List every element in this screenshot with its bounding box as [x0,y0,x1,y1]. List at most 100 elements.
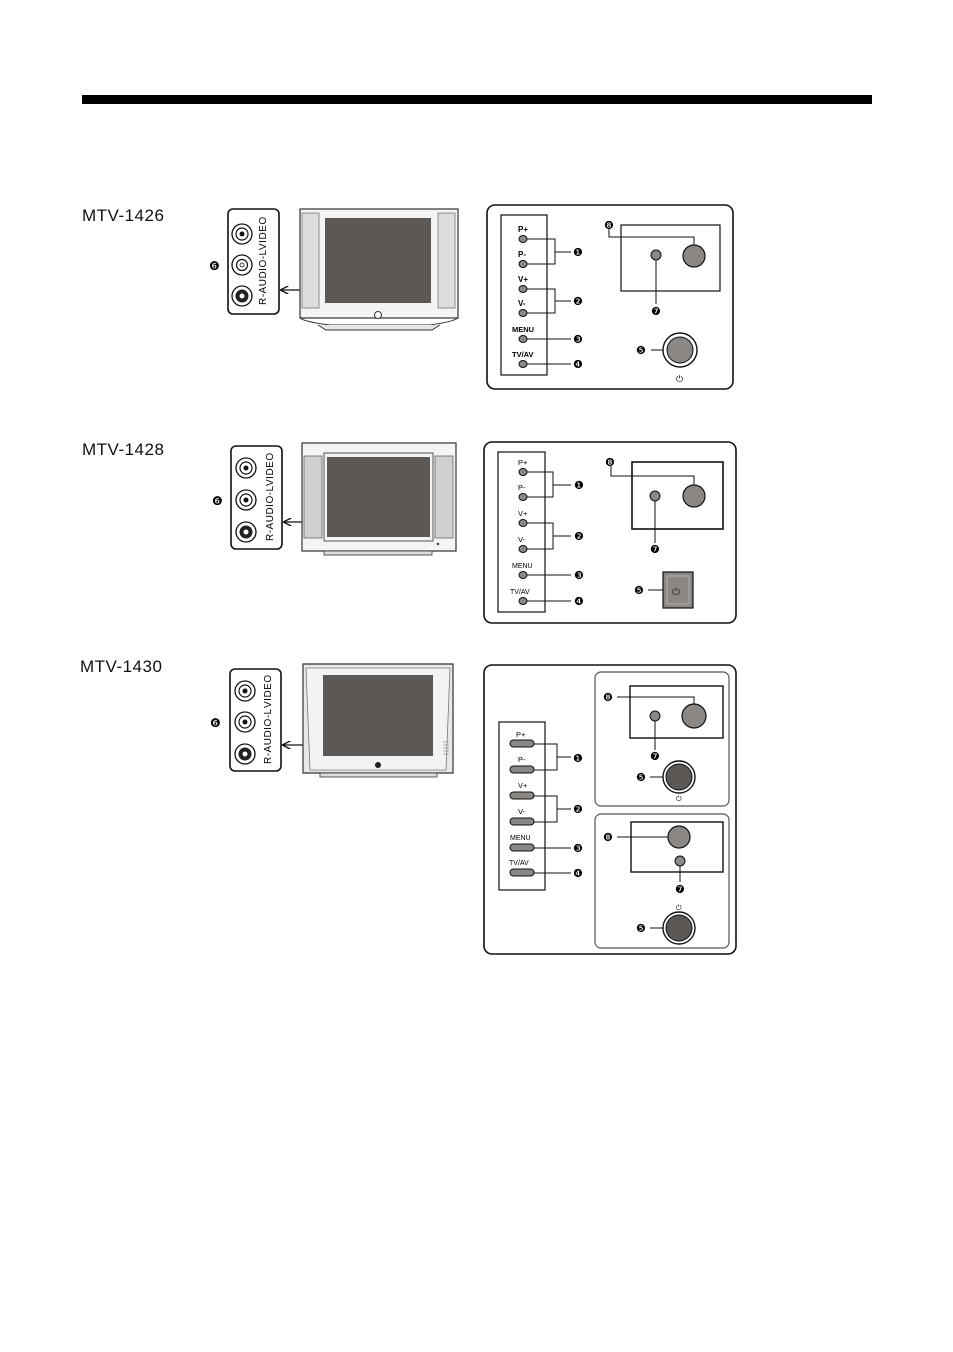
label-tvav: TV/AV [512,350,534,359]
indicator-led [650,491,660,501]
tv-illustration [300,209,458,330]
indicator-led [651,250,661,260]
button-v-minus[interactable] [519,546,527,553]
button-p-plus[interactable] [519,469,527,476]
tv-screen [327,457,430,537]
callout-4: ❹ [574,596,584,608]
callout-5: ❺ [634,585,644,597]
callout-2: ❷ [574,531,584,543]
video-label: VIDEO [265,452,276,486]
label-menu: MENU [512,563,533,570]
audio-r-jack [232,286,252,306]
button-tvav[interactable] [510,869,534,876]
remote-sensor [668,826,690,848]
label-p-minus: P- [518,250,526,259]
control-panel: P+ P- V+ V- MENU TV/AV ❶ ❷ ❸ ❹ [484,665,736,954]
tv-screen [325,218,431,303]
label-tvav: TV/AV [509,860,529,867]
callout-8: ❽ [603,832,613,844]
callout-8: ❽ [604,220,614,232]
callout-7: ❼ [675,884,685,896]
video-label: VIDEO [263,674,274,708]
jack-panel: R-AUDIO-L VIDEO [231,446,282,549]
callout-2: ❷ [573,804,583,816]
audio-r-jack [235,744,255,764]
button-p-minus[interactable] [519,494,527,501]
power-symbol-icon: ⏻ [676,795,682,803]
callout-8: ❽ [605,457,615,469]
button-menu[interactable] [519,572,527,579]
button-v-plus[interactable] [519,286,527,293]
label-v-minus: V- [518,535,526,544]
label-menu: MENU [512,325,534,334]
callout-7: ❼ [650,751,660,763]
button-p-minus[interactable] [510,766,534,773]
button-v-minus[interactable] [519,310,527,317]
audio-r-jack [236,522,256,542]
callout-4: ❹ [573,868,583,880]
button-v-minus[interactable] [510,818,534,825]
indicator-led [650,711,660,721]
label-p-minus: P- [518,483,526,492]
label-p-plus: P+ [518,225,528,234]
video-jack [236,458,256,478]
button-tvav[interactable] [519,361,527,368]
power-indicator-icon [375,762,381,768]
label-v-plus: V+ [518,781,528,790]
label-v-plus: V+ [518,275,528,284]
callout-5: ❺ [636,923,646,935]
audio-label: R-AUDIO-L [265,485,276,541]
audio-l-jack [235,712,255,732]
power-symbol-icon: ⏻ [676,374,683,384]
callout-6: ❻ [210,716,221,730]
callout-6: ❻ [212,494,223,508]
power-indicator-icon [375,312,382,319]
audio-l-jack [236,490,256,510]
mtv-1426-group: R-AUDIO-L VIDEO ❻ P+ P- V+ V- MENU [209,205,733,389]
label-menu: MENU [510,835,531,842]
label-p-plus: P+ [518,458,528,467]
control-panel: P+ P- V+ V- MENU TV/AV ❶ ❷ ❸ ❹ ❽ [487,205,733,389]
power-symbol-icon: ⏻ [672,587,680,598]
jack-panel: R-AUDIO-L VIDEO [230,669,281,771]
label-p-plus: P+ [516,730,526,739]
indicator-led [675,856,685,866]
jack-panel: R-AUDIO-L VIDEO [228,209,279,314]
button-tvav[interactable] [519,598,527,605]
button-menu[interactable] [519,336,527,343]
tv-illustration [302,443,456,555]
callout-8: ❽ [603,692,613,704]
button-p-plus[interactable] [519,236,527,243]
button-p-plus[interactable] [510,740,534,747]
label-tvav: TV/AV [510,589,530,596]
label-v-plus: V+ [518,509,528,518]
power-symbol-icon: ⏻ [676,904,682,912]
callout-3: ❸ [573,334,583,346]
callout-5: ❺ [636,772,646,784]
callout-1: ❶ [573,753,583,765]
button-p-minus[interactable] [519,261,527,268]
callout-3: ❸ [574,570,584,582]
callout-3: ❸ [573,843,583,855]
callout-2: ❷ [573,296,583,308]
audio-label: R-AUDIO-L [263,708,274,764]
callout-1: ❶ [574,480,584,492]
mtv-1430-group: R-AUDIO-L VIDEO ❻ P+ P- V+ V- MENU TV/ [210,664,736,954]
callout-5: ❺ [636,345,646,357]
label-v-minus: V- [518,807,526,816]
audio-label: R-AUDIO-L [258,249,269,305]
video-jack [232,224,252,244]
remote-sensor [682,704,706,728]
button-v-plus[interactable] [519,520,527,527]
tv-illustration [303,664,453,777]
mtv-1428-group: R-AUDIO-L VIDEO ❻ P+ P- V+ V- MENU [212,442,736,623]
button-menu[interactable] [510,844,534,851]
remote-sensor [683,485,705,507]
video-label: VIDEO [258,216,269,250]
remote-sensor [683,245,705,267]
callout-1: ❶ [573,247,583,259]
callout-4: ❹ [573,359,583,371]
callout-7: ❼ [651,306,661,318]
button-v-plus[interactable] [510,792,534,799]
